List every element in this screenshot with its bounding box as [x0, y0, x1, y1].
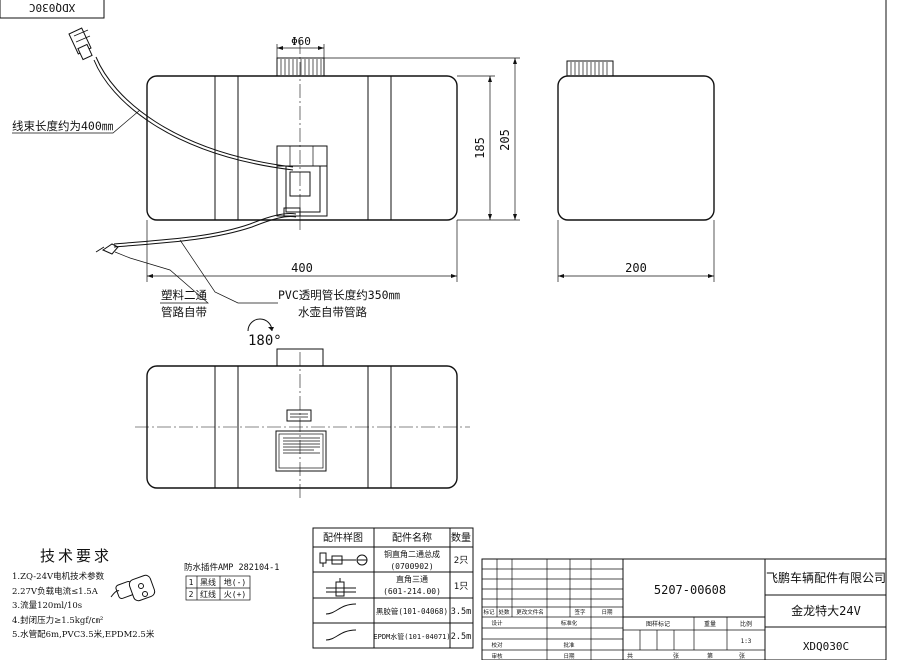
front-dimensions — [146, 44, 520, 282]
connector-icon — [110, 574, 156, 602]
parts-row-2-qty: 1只 — [454, 582, 468, 592]
tech-item-2: 2.27V负载电流≤1.5A — [12, 586, 98, 597]
callout-leaders — [12, 109, 278, 304]
callout-plastic-tee-1: 塑料二通 — [161, 288, 207, 302]
callout-pvc-tube-2: 水壶自带管路 — [298, 305, 367, 319]
title-part-code: XDQ030C — [803, 640, 849, 653]
tb-check: 校对 — [491, 641, 503, 649]
dim-205: 205 — [498, 129, 512, 151]
parts-row-2-name-1: 直角三通 — [396, 574, 428, 584]
rotation-symbol — [247, 318, 274, 332]
tb-rev-mark: 标记 — [483, 608, 495, 616]
parts-row-3-qty: 3.5m — [451, 607, 471, 617]
connector-pin-1-color: 黑线 — [200, 577, 216, 587]
tb-standard: 标准化 — [561, 619, 578, 627]
tech-item-3: 3.流量120ml/10s — [12, 601, 83, 611]
dim-400: 400 — [291, 261, 313, 275]
tb-scale: 1:3 — [741, 638, 752, 645]
tb-review: 审核 — [491, 652, 503, 660]
connector-pin-2-no: 2 — [189, 590, 194, 599]
connector-plug-icon — [68, 27, 93, 61]
tb-sheet-no-2: 张 — [739, 652, 745, 660]
tb-date: 日期 — [563, 653, 575, 660]
top-left-code-box: XDQ030C — [0, 0, 105, 19]
tb-rev-date: 日期 — [601, 609, 613, 616]
tech-item-4: 4.封闭压力≥1.5kgf/㎝² — [12, 615, 104, 626]
connector-pin-2-func: 火(+) — [224, 590, 246, 599]
parts-header-image: 配件样图 — [323, 531, 363, 544]
brass-elbow-icon — [319, 552, 368, 567]
connector-pin-1-no: 1 — [189, 578, 194, 587]
top-left-code: XDQ030C — [29, 1, 75, 14]
black-hose-icon — [325, 603, 357, 615]
dim-diameter: Φ60 — [291, 35, 311, 48]
rotation-180: 180° — [248, 333, 282, 349]
parts-table: 配件样图 配件名称 数量 铜直角二通总成 (0700902) 2只 直角三通 (… — [312, 527, 474, 649]
tb-sheet-total-1: 共 — [627, 652, 633, 660]
parts-row-2-name-2: (601-214.00) — [383, 587, 441, 596]
parts-row-3-name: 黑胶管(101-04068) — [376, 606, 448, 616]
tech-item-5: 5.水管配6m,PVC3.5米,EPDM2.5米 — [12, 630, 155, 640]
front-view — [146, 40, 458, 232]
parts-header-qty: 数量 — [451, 531, 471, 544]
bottom-small-label — [286, 409, 312, 422]
parts-row-1-name-1: 铜直角二通总成 — [384, 549, 440, 559]
callout-pvc-tube-1: PVC透明管长度约350㎜ — [278, 288, 401, 302]
tech-requirements-title: 技术要求 — [40, 547, 113, 565]
side-view — [557, 60, 715, 282]
tb-sheet-no-1: 第 — [707, 652, 713, 660]
parts-header-name: 配件名称 — [392, 531, 432, 544]
connector-title: 防水插件AMP 282104-1 — [184, 562, 279, 573]
parts-row-1-name-2: (0700902) — [390, 562, 433, 571]
pump-motor — [276, 145, 328, 217]
connector-pin-1-func: 地(-) — [224, 577, 246, 587]
tb-weight: 重量 — [704, 620, 716, 628]
title-company: 飞鹏车辆配件有限公司 — [766, 570, 886, 585]
callout-wire-harness: 线束长度约为400㎜ — [12, 119, 114, 133]
tb-rev-file: 更改文件名 — [516, 608, 544, 616]
bottom-view — [135, 348, 470, 498]
parts-row-4-qty: 2.5m — [451, 632, 471, 642]
pvc-tube — [95, 213, 297, 255]
callout-plastic-tee-2: 管路自带 — [161, 305, 207, 319]
tb-design: 设计 — [491, 619, 503, 627]
dim-185: 185 — [473, 137, 487, 159]
title-drawing-no: 5207-00608 — [654, 583, 726, 597]
tb-sheet-total-2: 张 — [673, 652, 679, 660]
title-block: 5207-00608 飞鹏车辆配件有限公司 金龙特大24V XDQ030C 标记… — [481, 558, 887, 660]
connector-pin-2-color: 红线 — [200, 589, 216, 599]
tb-rev-sign: 签字 — [574, 608, 586, 616]
plastic-tee-icon — [101, 243, 119, 255]
title-model: 金龙特大24V — [791, 603, 861, 618]
tb-rev-count: 处数 — [498, 608, 510, 616]
tb-drawing-mark: 图样标记 — [646, 620, 670, 628]
bottom-nameplate — [275, 430, 327, 472]
tech-item-1: 1.ZQ-24V电机技术参数 — [12, 572, 105, 582]
parts-row-1-qty: 2只 — [454, 556, 468, 566]
tech-requirements-list: 1.ZQ-24V电机技术参数 2.27V负载电流≤1.5A 3.流量120ml/… — [12, 570, 154, 643]
tee-fitting-icon — [326, 578, 356, 597]
epdm-hose-icon — [325, 629, 357, 641]
dim-200: 200 — [625, 261, 647, 275]
tb-scale-label: 比例 — [740, 620, 752, 628]
filler-cap — [276, 57, 325, 77]
wire-harness — [68, 27, 294, 171]
parts-row-4-name: EPDM水管(101-04071) — [373, 632, 450, 641]
connector-detail: 防水插件AMP 282104-1 1 黑线 地(-) 2 红线 火(+) — [110, 562, 279, 602]
tb-approve: 批准 — [563, 641, 575, 649]
